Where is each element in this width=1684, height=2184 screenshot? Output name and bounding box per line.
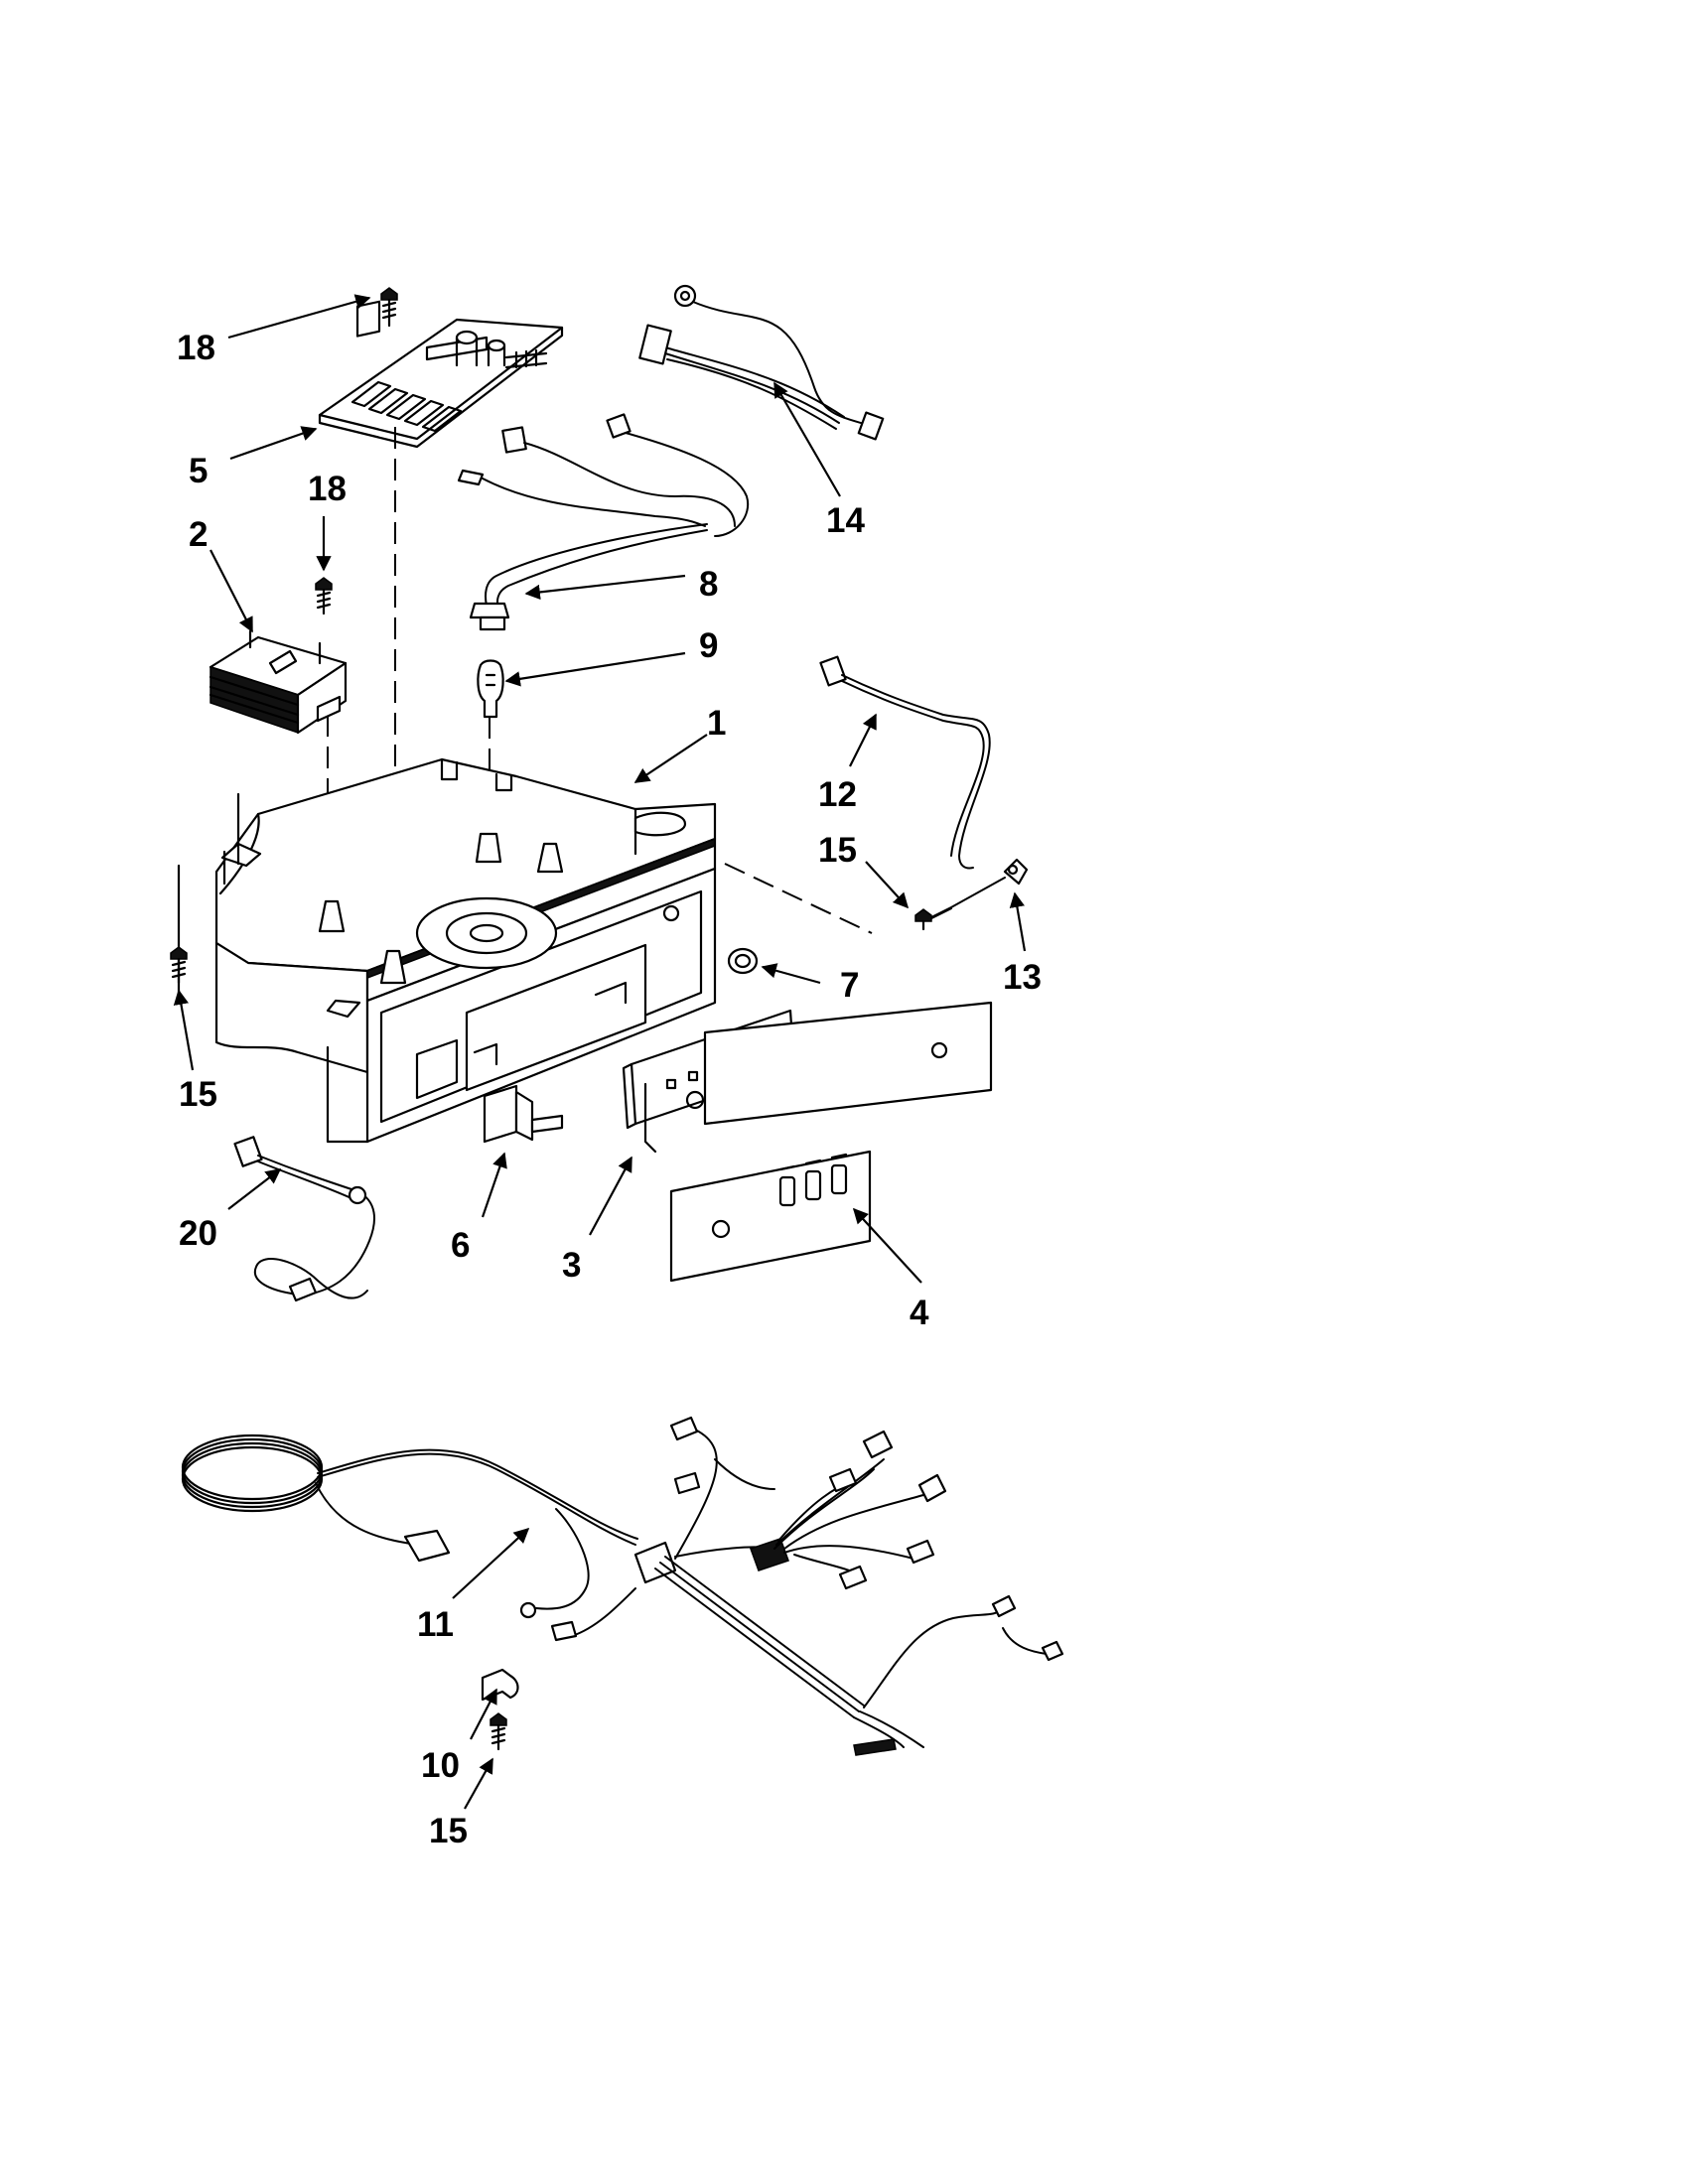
callout-8: 8 [699, 565, 718, 604]
screw-15-left [170, 946, 188, 985]
front-panel-4 [703, 1001, 993, 1126]
callout-14: 14 [826, 501, 865, 540]
screw-18-top [380, 287, 398, 328]
callout-2: 2 [189, 515, 208, 554]
button-plug-7 [727, 947, 759, 975]
callout-13: 13 [1003, 958, 1042, 997]
thermistor-13 [930, 858, 1029, 918]
screw-15-bottom [490, 1712, 507, 1751]
callout-15-left: 15 [179, 1075, 217, 1114]
control-housing [214, 757, 717, 1144]
callout-18-transformer: 18 [308, 470, 347, 508]
callout-5: 5 [189, 452, 208, 490]
callout-4: 4 [910, 1294, 929, 1332]
callout-11: 11 [417, 1605, 454, 1644]
callout-20: 20 [179, 1214, 217, 1253]
screw-18-transformer [315, 577, 333, 615]
callout-15-bottom: 15 [429, 1812, 468, 1850]
screw-15-right [914, 906, 953, 931]
control-board [318, 300, 564, 449]
callout-3: 3 [562, 1246, 581, 1285]
transformer [209, 629, 348, 735]
mount-line-panel [724, 863, 873, 934]
sensor-wire-12 [819, 655, 991, 870]
callout-9: 9 [699, 626, 718, 665]
lamp-socket-harness-8 [457, 413, 750, 631]
door-switch-6 [483, 1084, 564, 1144]
main-wire-harness-11 [181, 1416, 1064, 1756]
harness-20 [233, 1136, 375, 1302]
callout-1: 1 [707, 704, 726, 743]
cable-clamp-10 [481, 1668, 519, 1702]
callout-6: 6 [451, 1226, 470, 1265]
callout-15-right: 15 [818, 831, 857, 870]
callout-labels: 18 5 18 2 14 8 9 1 12 15 13 7 15 20 6 3 … [177, 329, 1042, 1850]
light-bulb-9 [477, 659, 504, 719]
callout-18-top: 18 [177, 329, 215, 367]
overlay-panel-4 [669, 1150, 872, 1283]
leader-lines [173, 294, 1027, 1810]
callout-10: 10 [421, 1746, 460, 1785]
callout-7: 7 [840, 966, 859, 1005]
callout-12: 12 [818, 775, 857, 814]
wire-harness-14 [638, 284, 885, 441]
